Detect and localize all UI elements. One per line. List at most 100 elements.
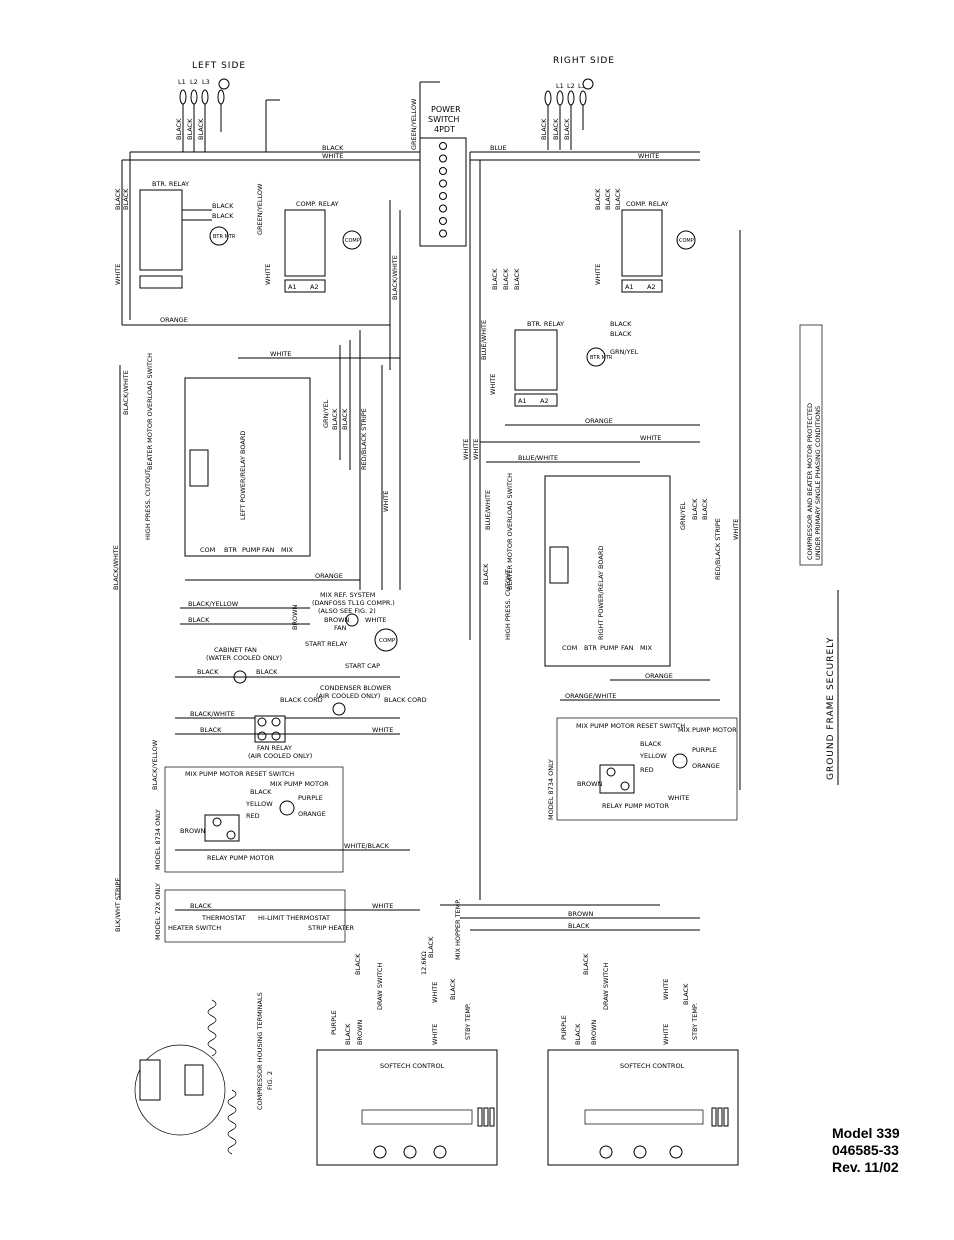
svg-text:BLACK: BLACK xyxy=(482,563,490,585)
svg-text:FIG. 2: FIG. 2 xyxy=(266,1071,274,1090)
svg-text:BLACK: BLACK xyxy=(691,498,699,520)
svg-text:(WATER COOLED ONLY): (WATER COOLED ONLY) xyxy=(206,654,282,662)
svg-text:HI-LIMIT THERMOSTAT: HI-LIMIT THERMOSTAT xyxy=(258,914,330,922)
svg-text:WHITE: WHITE xyxy=(668,794,689,802)
svg-text:BLACK/WHITE: BLACK/WHITE xyxy=(190,710,235,718)
right-l2-label: L2 xyxy=(567,82,575,90)
power-switch-title: POWER xyxy=(431,105,461,114)
svg-text:WHITE: WHITE xyxy=(662,979,670,1000)
svg-text:A1: A1 xyxy=(518,397,527,405)
svg-text:BLACK: BLACK xyxy=(197,668,219,676)
svg-text:WHITE: WHITE xyxy=(638,152,659,160)
svg-text:BLACK: BLACK xyxy=(563,118,571,140)
fig2-compressor-detail: COMPRESSOR HOUSING TERMINALS FIG. 2 xyxy=(134,992,274,1155)
svg-text:BROWN: BROWN xyxy=(590,1019,598,1045)
svg-text:CABINET FAN: CABINET FAN xyxy=(214,646,257,654)
svg-text:HIGH PRESS. CUTOUT: HIGH PRESS. CUTOUT xyxy=(144,469,152,540)
svg-text:BLACK: BLACK xyxy=(331,408,339,430)
svg-text:BLACK: BLACK xyxy=(212,202,234,210)
model-number: Model 339 xyxy=(832,1125,900,1141)
switch-contact xyxy=(439,192,447,200)
svg-text:BLACK: BLACK xyxy=(190,902,212,910)
svg-text:RED/BLACK STRIPE: RED/BLACK STRIPE xyxy=(714,518,722,580)
right-mix-pump-section: MODEL 8734 ONLY MIX PUMP MOTOR RESET SWI… xyxy=(547,717,738,821)
svg-text:BLACK/WHITE: BLACK/WHITE xyxy=(112,545,120,590)
svg-text:GRN/YEL: GRN/YEL xyxy=(610,348,639,356)
svg-text:PURPLE: PURPLE xyxy=(330,1010,338,1035)
svg-text:MIX HOPPER TEMP.: MIX HOPPER TEMP. xyxy=(454,899,462,960)
svg-text:A2: A2 xyxy=(647,283,656,291)
svg-text:BLACK: BLACK xyxy=(701,498,709,520)
svg-text:BLACK/YELLOW: BLACK/YELLOW xyxy=(188,600,239,608)
svg-text:BROWN: BROWN xyxy=(180,827,206,835)
svg-text:BLACK: BLACK xyxy=(188,616,210,624)
svg-text:A2: A2 xyxy=(310,283,319,291)
svg-text:WHITE: WHITE xyxy=(431,982,439,1003)
svg-text:FAN RELAY: FAN RELAY xyxy=(257,744,292,752)
right-btr-motor xyxy=(586,347,606,367)
svg-text:WHITE: WHITE xyxy=(472,439,480,460)
svg-text:(AIR COOLED ONLY): (AIR COOLED ONLY) xyxy=(316,692,380,700)
svg-text:COMP: COMP xyxy=(679,238,694,244)
svg-text:WHITE: WHITE xyxy=(264,264,272,285)
right-comp-relay: COMP. RELAY A1 A2 COMP WHITE BLACK BLACK… xyxy=(491,188,696,293)
svg-text:YELLOW: YELLOW xyxy=(245,800,273,808)
revision: Rev. 11/02 xyxy=(832,1159,899,1175)
svg-text:A2: A2 xyxy=(540,397,549,405)
svg-text:DRAW SWITCH: DRAW SWITCH xyxy=(376,963,384,1010)
svg-text:ORANGE: ORANGE xyxy=(645,672,673,680)
svg-text:COMPRESSOR AND BEATER MOTOR PR: COMPRESSOR AND BEATER MOTOR PROTECTED xyxy=(806,403,814,560)
left-l2-label: L2 xyxy=(190,78,198,86)
svg-text:BLACK: BLACK xyxy=(212,212,234,220)
svg-text:PURPLE: PURPLE xyxy=(560,1015,568,1040)
svg-text:BLACK: BLACK xyxy=(114,188,122,210)
svg-text:BLACK: BLACK xyxy=(594,188,602,210)
svg-text:COMP: COMP xyxy=(379,638,396,644)
side-notes: COMPRESSOR AND BEATER MOTOR PROTECTED UN… xyxy=(799,324,839,785)
svg-text:RED/BLACK STRIPE: RED/BLACK STRIPE xyxy=(360,408,368,470)
svg-text:BLACK: BLACK xyxy=(449,978,457,1000)
svg-text:PUMP: PUMP xyxy=(242,546,260,554)
svg-text:BLACK: BLACK xyxy=(322,144,344,152)
svg-text:COM: COM xyxy=(200,546,215,554)
svg-text:WHITE/BLACK: WHITE/BLACK xyxy=(344,842,390,850)
svg-text:MIX PUMP MOTOR RESET SWITCH: MIX PUMP MOTOR RESET SWITCH xyxy=(185,770,294,778)
svg-text:BLUE/WHITE: BLUE/WHITE xyxy=(484,490,492,530)
svg-text:ORANGE: ORANGE xyxy=(692,762,720,770)
right-side-header: RIGHT SIDE xyxy=(553,56,615,66)
model-info: Model 339 046585-33 Rev. 11/02 xyxy=(832,1125,900,1176)
svg-text:WHITE: WHITE xyxy=(431,1024,439,1045)
svg-text:BLACK: BLACK xyxy=(610,330,632,338)
svg-text:MIX PUMP MOTOR RESET SWITCH: MIX PUMP MOTOR RESET SWITCH xyxy=(576,722,685,730)
svg-text:MODEL 8734 ONLY: MODEL 8734 ONLY xyxy=(547,759,555,820)
svg-text:ORANGE/WHITE: ORANGE/WHITE xyxy=(565,692,616,700)
part-number: 046585-33 xyxy=(832,1142,899,1158)
left-side-header: LEFT SIDE xyxy=(192,61,246,71)
right-ground-icon xyxy=(582,78,594,90)
svg-text:PURPLE: PURPLE xyxy=(692,746,717,754)
svg-text:ORANGE: ORANGE xyxy=(315,572,343,580)
right-l1-label: L1 xyxy=(556,82,564,90)
svg-text:HIGH PRESS. CUTOUT: HIGH PRESS. CUTOUT xyxy=(504,569,512,640)
svg-text:COMP. RELAY: COMP. RELAY xyxy=(296,200,339,208)
svg-text:BLACK: BLACK xyxy=(197,118,205,140)
svg-text:WHITE: WHITE xyxy=(662,1024,670,1045)
svg-text:WHITE: WHITE xyxy=(489,374,497,395)
svg-text:BLUE/WHITE: BLUE/WHITE xyxy=(518,454,558,462)
right-softech-section: SOFTECH CONTROL PURPLE BLACK BROWN BLACK… xyxy=(547,953,739,1166)
right-power-relay-board: BLUE/WHITE RIGHT POWER/RELAY BOARD COM B… xyxy=(482,454,722,701)
switch-contact xyxy=(439,142,447,150)
svg-text:BLACK: BLACK xyxy=(354,953,362,975)
svg-text:START CAP: START CAP xyxy=(345,662,380,670)
svg-text:RED: RED xyxy=(640,766,654,774)
svg-text:DRAW SWITCH: DRAW SWITCH xyxy=(602,963,610,1010)
svg-text:BTR MTR: BTR MTR xyxy=(590,355,613,361)
svg-text:FAN: FAN xyxy=(334,624,347,632)
ground-note: GROUND FRAME SECURELY xyxy=(826,637,836,780)
svg-text:UNDER PRIMARY SINGLE PHASING C: UNDER PRIMARY SINGLE PHASING CONDITIONS xyxy=(814,406,822,560)
svg-text:BLACK: BLACK xyxy=(175,118,183,140)
svg-text:YELLOW: YELLOW xyxy=(639,752,667,760)
left-btr-motor xyxy=(209,226,229,246)
svg-text:SOFTECH CONTROL: SOFTECH CONTROL xyxy=(380,1062,445,1070)
svg-text:BLACK: BLACK xyxy=(552,118,560,140)
